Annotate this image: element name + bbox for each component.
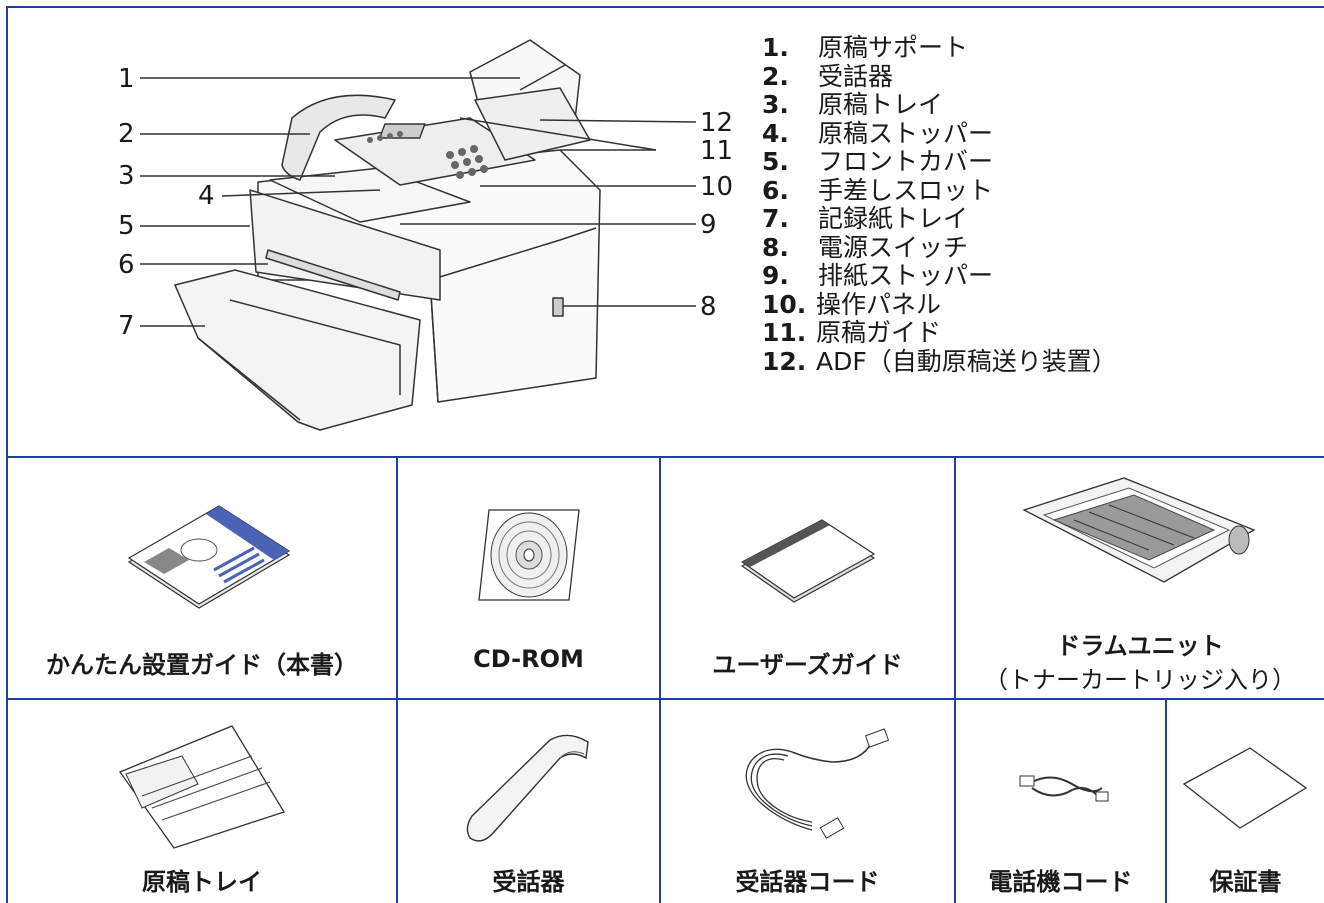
telephone-cord-icon: [1019, 775, 1109, 802]
legend-label: フロントカバー: [818, 147, 994, 176]
legend-number: 4.: [762, 118, 789, 148]
legend-item: 1. 原稿サポート: [762, 33, 1117, 63]
legend-item: 2. 受話器: [762, 61, 1117, 92]
callout-5: 5: [118, 211, 135, 241]
handset-icon: [466, 734, 589, 842]
callout-7: 7: [118, 311, 135, 341]
cd-rom-icon: [478, 509, 580, 601]
callout-12: 12: [700, 108, 734, 138]
legend-label: 手差しスロット: [818, 175, 994, 205]
grid-divider-col2: [659, 456, 661, 903]
legend-item: 3. 原稿トレイ: [762, 90, 1117, 120]
legend-number: 9.: [762, 261, 789, 290]
legend-number: 7.: [762, 204, 789, 233]
grid-divider-middle: [6, 698, 1324, 700]
accessory-label: CD-ROM: [473, 645, 584, 673]
adf-unit: [474, 87, 591, 161]
legend-label: 原稿トレイ: [818, 90, 944, 119]
callout-1: 1: [118, 64, 135, 94]
machine-right-side: [429, 227, 597, 403]
grid-divider-col1: [396, 456, 398, 903]
manual-slot: [265, 249, 401, 301]
legend-number: 2.: [762, 61, 789, 91]
legend-label: 電源スイッチ: [818, 232, 969, 262]
document-tray-icon: [118, 725, 285, 849]
legend-label: 原稿ストッパー: [818, 118, 994, 148]
legend-number: 1.: [762, 33, 789, 62]
warranty-sheet-icon: [1182, 747, 1308, 829]
legend-label: 記録紙トレイ: [818, 204, 969, 233]
accessory-label: ドラムユニット: [1056, 632, 1224, 660]
accessory-label: 受話器コード: [735, 868, 880, 896]
accessory-label: ユーザーズガイド: [712, 651, 903, 679]
callout-3: 3: [118, 161, 135, 191]
handset: [281, 94, 396, 181]
callout-6: 6: [118, 250, 135, 280]
grid-divider-col3: [954, 456, 956, 903]
legend-number: 8.: [762, 232, 789, 262]
legend-item: 12. ADF（自動原稿送り装置）: [762, 346, 1117, 377]
accessory-label: 保証書: [1209, 868, 1282, 896]
drum-unit-icon: [1022, 477, 1256, 583]
grid-divider-col4: [1165, 698, 1167, 903]
accessory-label: かんたん設置ガイド（本書）: [46, 651, 358, 679]
legend-item: 4. 原稿ストッパー: [762, 118, 1117, 149]
legend-number: 10.: [762, 289, 807, 319]
legend-item: 8. 電源スイッチ: [762, 232, 1117, 263]
legend-number: 12.: [762, 346, 807, 376]
grid-divider-top: [6, 456, 1324, 458]
legend-label: 受話器: [818, 61, 894, 91]
callout-8: 8: [700, 292, 717, 322]
handset-cord-icon: [745, 728, 890, 839]
callout-10: 10: [700, 172, 734, 202]
legend-item: 11. 原稿ガイド: [762, 318, 1117, 348]
power-switch: [552, 297, 564, 317]
legend-number: 5.: [762, 147, 789, 176]
accessory-label: 受話器: [492, 868, 565, 896]
legend-number: 3.: [762, 90, 789, 119]
accessory-label: 電話機コード: [988, 868, 1133, 896]
callout-2: 2: [118, 119, 135, 149]
legend-item: 10. 操作パネル: [762, 289, 1117, 320]
legend-label: ADF（自動原稿送り装置）: [816, 346, 1117, 376]
legend-label: 排紙ストッパー: [818, 261, 994, 290]
fax-machine-diagram: [140, 39, 697, 431]
legend-number: 6.: [762, 175, 789, 205]
legend-item: 9. 排紙ストッパー: [762, 261, 1117, 291]
accessory-sublabel: （トナーカートリッジ入り）: [984, 666, 1296, 694]
front-cover: [249, 189, 441, 301]
legend-label: 原稿サポート: [818, 33, 969, 62]
legend-item: 5. フロントカバー: [762, 147, 1117, 177]
outer-frame: [6, 6, 1324, 903]
users-guide-booklet-icon: [740, 519, 876, 603]
legend-number: 11.: [762, 318, 807, 347]
legend-item: 7. 記録紙トレイ: [762, 204, 1117, 234]
legend-label: 原稿ガイド: [816, 318, 942, 347]
callout-9: 9: [700, 210, 717, 240]
callout-4: 4: [198, 181, 215, 211]
callout-11: 11: [700, 136, 734, 166]
setup-guide-booklet-icon: [127, 505, 291, 609]
parts-legend: 1. 原稿サポート 2. 受話器 3. 原稿トレイ 4. 原稿ストッパー 5. フロントカ…: [762, 33, 1117, 377]
document-output-tray: [269, 167, 471, 223]
legend-label: 操作パネル: [816, 289, 942, 319]
legend-item: 6. 手差しスロット: [762, 175, 1117, 206]
accessory-label: 原稿トレイ: [142, 868, 262, 896]
